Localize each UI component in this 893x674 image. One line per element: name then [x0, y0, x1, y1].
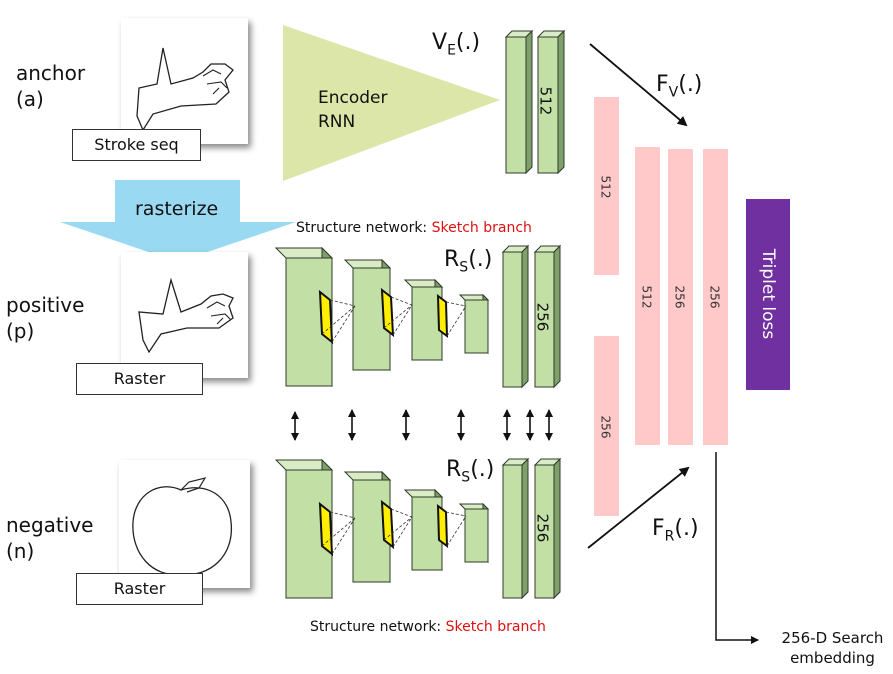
negative-symbol: (n): [6, 539, 35, 563]
positive-text: positive: [6, 293, 85, 317]
sketch-branch-top: Sketch branch: [431, 220, 532, 236]
sketch-branch-bottom: Sketch branch: [445, 619, 546, 635]
rs1-arg: (.): [468, 247, 493, 272]
stroke-seq-caption: Stroke seq: [72, 129, 201, 161]
rasterize-label: rasterize: [135, 198, 219, 220]
fr-main: F: [652, 516, 665, 541]
fv-main: F: [656, 72, 669, 97]
encoder-rnn-shape: [283, 25, 500, 181]
rs2-sub: S: [461, 469, 471, 486]
encoder-line1: Encoder: [318, 88, 388, 108]
pink-c1-dim: 512: [639, 285, 654, 309]
output-label: 256-D Search embedding: [770, 628, 893, 668]
negative-text: negative: [6, 513, 94, 537]
rasterize-arrow: [60, 180, 296, 262]
anchor-text: anchor: [16, 61, 86, 85]
fr-sub: R: [664, 528, 675, 545]
pink-fc-c1: [635, 147, 660, 445]
fv-sub: V: [668, 84, 679, 101]
rs1-main: R: [444, 247, 460, 272]
rs2-main: R: [446, 457, 462, 482]
ve-main: V: [432, 30, 448, 55]
ve-fc-layers: [504, 29, 566, 175]
pink-bottom-dim: 256: [598, 415, 613, 439]
cnn-stack-negative: [274, 457, 562, 600]
triplet-loss-label: Triplet loss: [758, 248, 778, 340]
structure-network-prefix-bottom: Structure network:: [310, 619, 446, 635]
fv-arg: (.): [678, 72, 703, 97]
pink-fc-c2: [668, 149, 693, 445]
negative-sketch-drawing: [132, 477, 232, 576]
pink-top-dim: 512: [598, 175, 613, 199]
positive-label: positive (p): [6, 292, 84, 344]
anchor-sketch-drawing: [136, 47, 234, 132]
positive-sketch-drawing: [138, 277, 234, 354]
anchor-label: anchor (a): [16, 60, 85, 112]
shared-weight-arrows: [291, 409, 553, 441]
fr-function-label: FR(.): [652, 516, 699, 544]
pink-fc-c3: [703, 149, 728, 445]
positive-sketch-thumbnail: [121, 252, 248, 378]
anchor-sketch-thumbnail: [121, 18, 248, 144]
anchor-symbol: (a): [16, 87, 44, 111]
pink-c2-dim: 256: [672, 285, 687, 309]
fv-arrow: [589, 43, 688, 127]
encoder-line2: RNN: [318, 112, 356, 132]
encoder-label: Encoder RNN: [318, 86, 388, 134]
cnn-stack-positive: [274, 244, 562, 389]
triplet-loss-block: Triplet loss: [746, 199, 790, 390]
structure-network-label-bottom: Structure network: Sketch branch: [310, 619, 546, 635]
structure-network-prefix-top: Structure network:: [296, 220, 432, 236]
rs1-sub: S: [459, 259, 469, 276]
output-arrow: [715, 452, 759, 644]
raster-positive-caption: Raster: [76, 363, 203, 395]
ve-sub: E: [447, 42, 456, 59]
rs-function-label-bottom: RS(.): [446, 457, 494, 485]
ve-arg: (.): [455, 30, 481, 55]
structure-network-label-top: Structure network: Sketch branch: [296, 220, 532, 236]
pink-fc-top: [594, 97, 619, 275]
ve-function-label: VE(.): [432, 30, 480, 58]
fr-arg: (.): [674, 516, 699, 541]
negative-label: negative (n): [6, 512, 93, 564]
pink-c3-dim: 256: [707, 285, 722, 309]
fv-function-label: FV(.): [656, 72, 702, 100]
fr-arrow: [587, 466, 690, 549]
ve-fc-dim: 512: [536, 86, 555, 116]
rs2-arg: (.): [470, 457, 495, 482]
raster-negative-caption: Raster: [76, 573, 203, 605]
output-line2: embedding: [790, 649, 875, 667]
pink-fc-bottom: [594, 336, 619, 516]
positive-symbol: (p): [6, 319, 35, 343]
rs-function-label-top: RS(.): [444, 247, 492, 275]
rs2-fc-dim: 256: [533, 513, 552, 543]
output-line1: 256-D Search: [781, 629, 884, 647]
negative-sketch-thumbnail: [119, 460, 250, 588]
rs-fc-dim: 256: [533, 302, 552, 332]
